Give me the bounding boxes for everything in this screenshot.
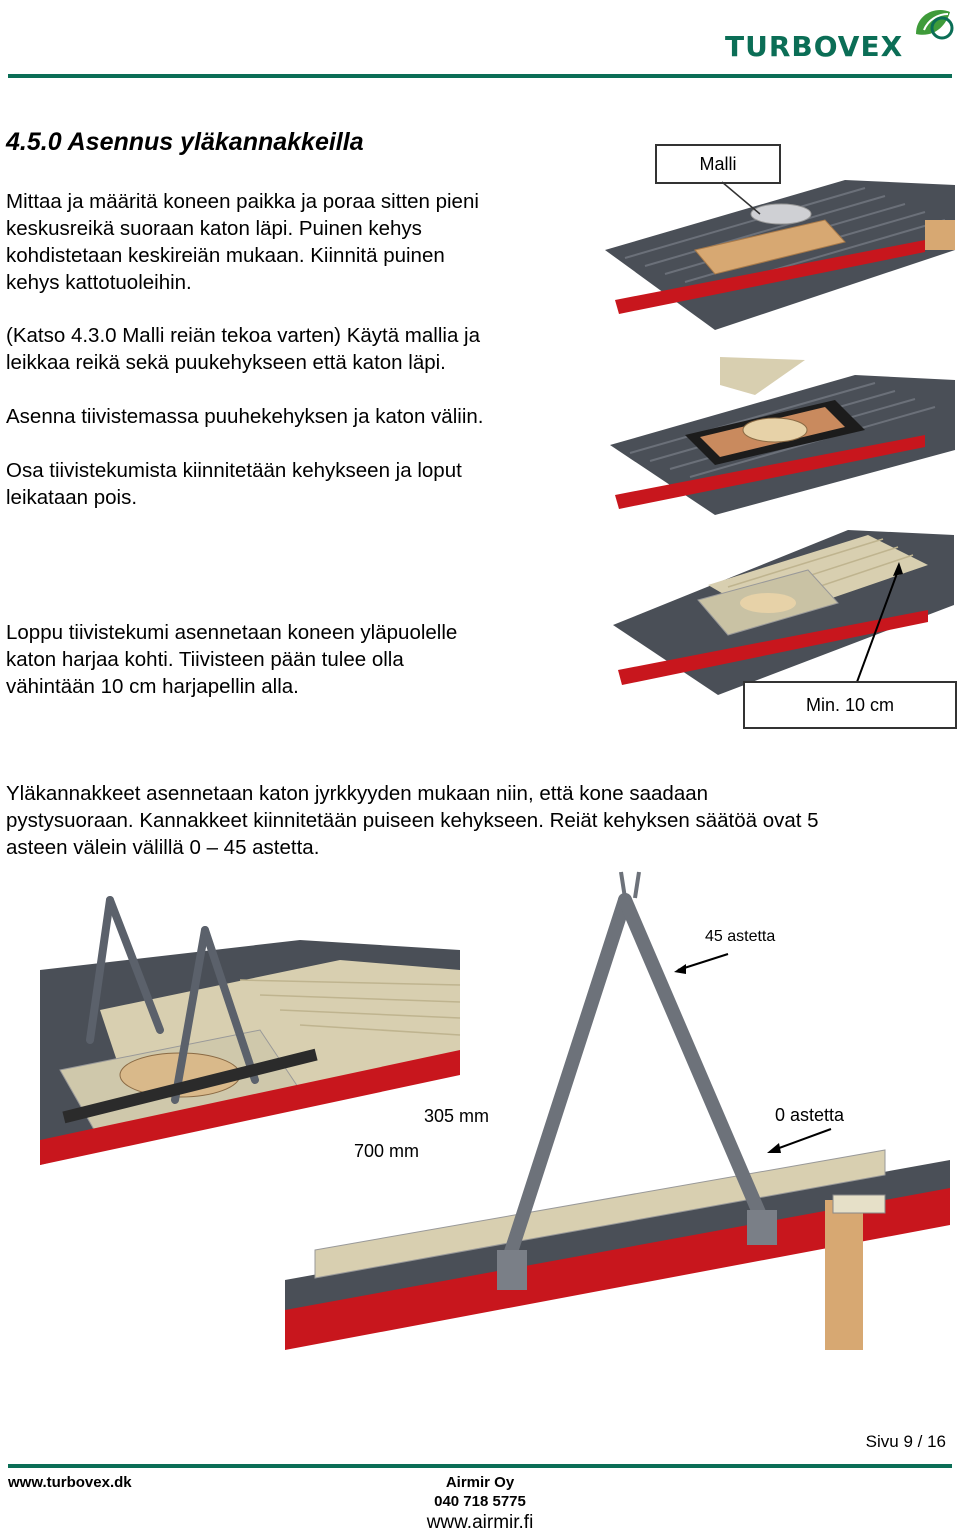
text-line: asteen välein välillä 0 – 45 astetta.	[6, 836, 320, 859]
text-line: leikkaa reikä sekä puukehykseen että kat…	[6, 351, 446, 374]
footer-divider	[8, 1464, 952, 1468]
paragraph-2: (Katso 4.3.0 Malli reiän tekoa varten) K…	[6, 322, 480, 376]
brackets-roof-figure	[40, 896, 460, 1165]
min-10cm-label: Min. 10 cm	[743, 681, 957, 729]
paragraph-6: Yläkannakkeet asennetaan katon jyrkkyyde…	[6, 780, 819, 861]
dimension-305: 305 mm	[424, 1106, 490, 1126]
paragraph-1: Mittaa ja määritä koneen paikka ja poraa…	[6, 188, 479, 296]
text-line: pystysuoraan. Kannakkeet kiinnitetään pu…	[6, 809, 819, 832]
text-line: leikataan pois.	[6, 486, 138, 509]
text-line: katon harjaa kohti. Tiivisteen pään tule…	[6, 648, 404, 671]
footer-company-site[interactable]: www.airmir.fi	[426, 1512, 534, 1533]
min-pointer-arrow	[856, 562, 903, 683]
header-divider	[8, 74, 952, 78]
text-line: vähintään 10 cm harjapellin alla.	[6, 675, 299, 698]
footer-phone: 040 718 5775	[434, 1493, 526, 1510]
paragraph-5: Loppu tiivistekumi asennetaan koneen ylä…	[6, 619, 457, 700]
angle-45-arrow	[674, 953, 729, 974]
text-line: Asenna tiivistemassa puuhekehyksen ja ka…	[6, 405, 484, 428]
text-line: Osa tiivistekumista kiinnitetään kehykse…	[6, 459, 462, 482]
dimension-700: 700 mm	[354, 1141, 420, 1161]
malli-pointer-line	[721, 181, 761, 215]
roof-template-figure	[605, 180, 955, 330]
footer-company: Airmir Oy	[445, 1474, 515, 1491]
angle-0-arrow	[767, 1128, 832, 1153]
logo-text: TURBOVEX	[725, 30, 904, 63]
text-line: Mittaa ja määritä koneen paikka ja poraa…	[6, 190, 479, 213]
text-line: (Katso 4.3.0 Malli reiän tekoa varten) K…	[6, 324, 481, 347]
bracket-side-figure	[285, 871, 950, 1350]
text-line: kehys kattotuoleihin.	[6, 271, 192, 294]
paragraph-4: Osa tiivistekumista kiinnitetään kehykse…	[6, 457, 462, 511]
logo-leaf-icon	[916, 10, 954, 40]
malli-label: Malli	[655, 144, 781, 184]
roof-ridge-figure	[613, 530, 954, 695]
text-line: Yläkannakkeet asennetaan katon jyrkkyyde…	[6, 782, 709, 805]
footer-website[interactable]: www.turbovex.dk	[8, 1474, 132, 1491]
roof-sealing-figure	[610, 357, 955, 515]
page-number: Sivu 9 / 16	[865, 1432, 946, 1451]
text-line: keskusreikä suoraan katon läpi. Puinen k…	[6, 217, 422, 240]
angle-0-label: 0 astetta	[775, 1105, 845, 1125]
text-line: Loppu tiivistekumi asennetaan koneen ylä…	[6, 621, 458, 644]
angle-45-label: 45 astetta	[705, 928, 776, 945]
paragraph-3: Asenna tiivistemassa puuhekehyksen ja ka…	[6, 403, 483, 430]
section-title: 4.5.0 Asennus yläkannakkeilla	[6, 128, 364, 156]
text-line: kohdistetaan keskireiän mukaan. Kiinnitä…	[6, 244, 445, 267]
